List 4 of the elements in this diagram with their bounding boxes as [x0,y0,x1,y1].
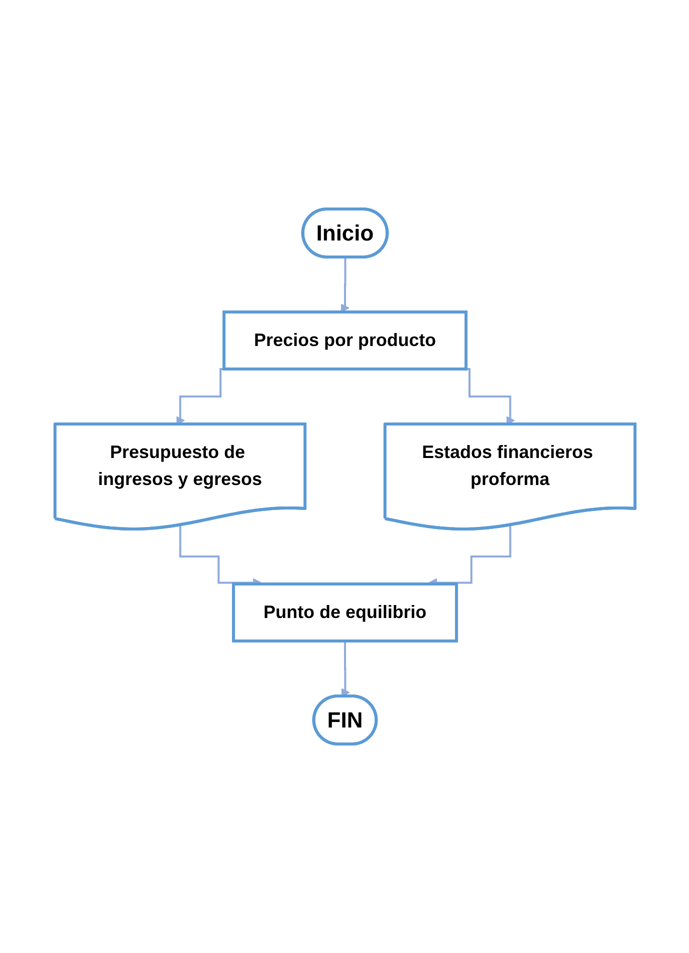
node-box: Precios por producto [222,310,468,370]
arrow [340,640,350,697]
node-box: Punto de equilibrio [232,582,458,642]
arrow [340,256,349,312]
